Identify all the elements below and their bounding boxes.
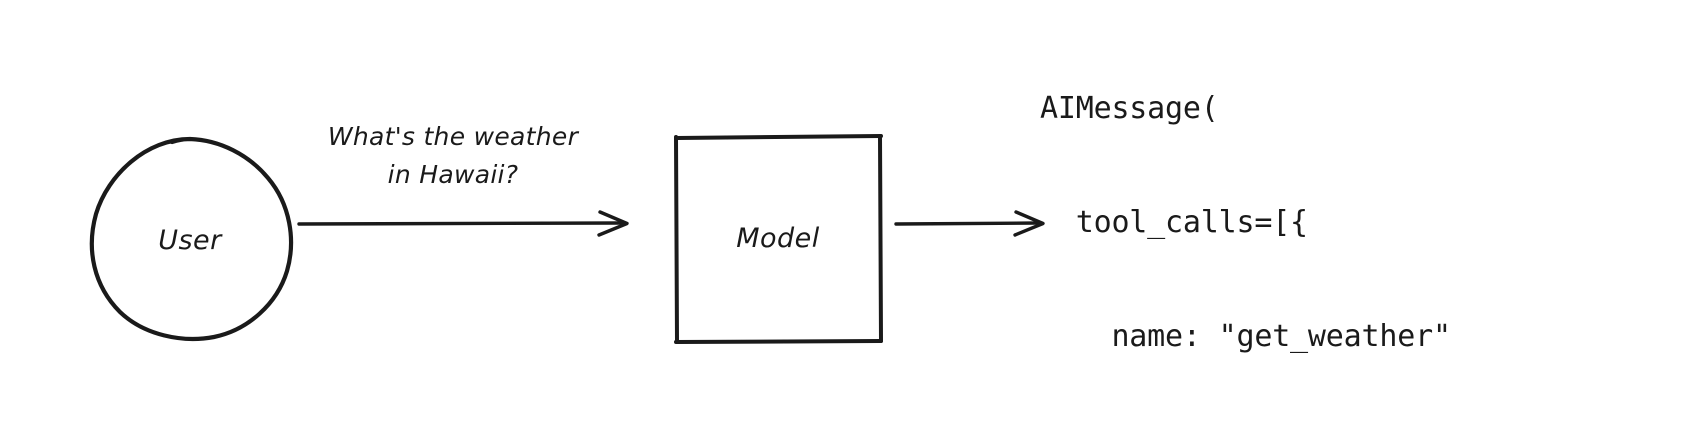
- model-box-icon: [674, 134, 883, 344]
- code-line: AIMessage(: [1040, 91, 1219, 126]
- edge-label-line-1: What's the weather: [327, 122, 579, 151]
- code-line: tool_calls=[{: [1040, 205, 1308, 240]
- edge-label-line-2: in Hawaii?: [387, 160, 519, 189]
- user-circle-icon: [89, 136, 294, 341]
- node-model-label: Model: [736, 223, 820, 254]
- node-user[interactable]: User: [86, 134, 294, 342]
- ai-message-code-block: AIMessage( tool_calls=[{ name: "get_weat…: [1040, 14, 1487, 432]
- node-model[interactable]: Model: [670, 130, 888, 348]
- arrow-model-to-output: [894, 210, 1045, 237]
- edge-label-user-to-model: What's the weather in Hawaii?: [288, 118, 618, 194]
- node-user-label: User: [158, 224, 222, 256]
- code-line: name: "get_weather": [1040, 319, 1451, 354]
- arrow-user-to-model: [297, 210, 629, 237]
